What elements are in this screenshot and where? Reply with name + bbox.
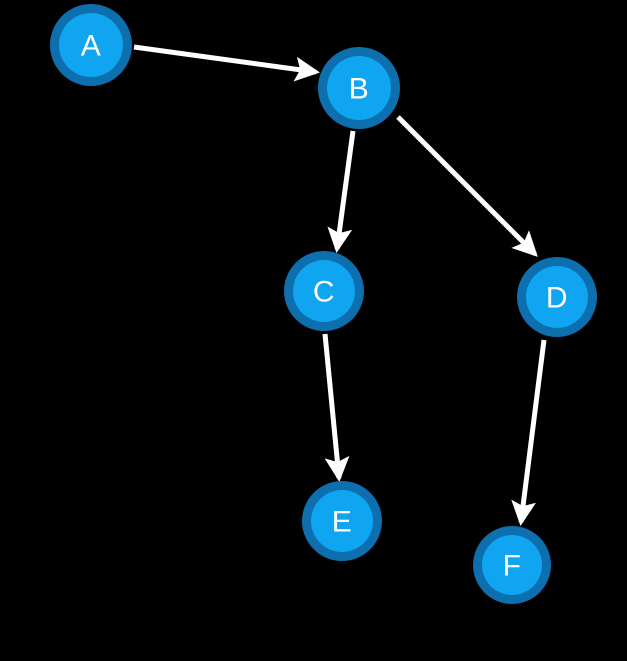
graph-node-c[interactable]: C (284, 251, 364, 331)
graph-edge-c-to-e[interactable] (322, 333, 350, 482)
node-fill-a (59, 13, 123, 77)
node-label-a: A (81, 30, 102, 63)
graph-node-d[interactable]: D (517, 257, 597, 337)
node-fill-f (482, 535, 542, 595)
node-fill-d (526, 266, 588, 328)
graph-edge-d-to-f[interactable] (511, 339, 547, 526)
node-label-c: C (313, 276, 335, 309)
edges-layer (133, 44, 547, 526)
graph-edge-b-to-d[interactable] (396, 115, 538, 257)
graph-edge-b-to-c[interactable] (327, 130, 356, 253)
node-label-d: D (546, 282, 568, 315)
node-label-e: E (332, 506, 353, 539)
graph-node-f[interactable]: F (473, 526, 551, 604)
graph-node-b[interactable]: B (318, 47, 400, 129)
node-label-b: B (349, 73, 370, 106)
graph-edge-a-to-b[interactable] (133, 44, 320, 82)
node-fill-e (311, 490, 373, 552)
graph-node-a[interactable]: A (50, 4, 132, 86)
node-fill-c (293, 260, 355, 322)
node-label-f: F (503, 550, 522, 583)
nodes-layer: A B C D E F (50, 4, 597, 604)
node-fill-b (327, 56, 391, 120)
graph-node-e[interactable]: E (302, 481, 382, 561)
